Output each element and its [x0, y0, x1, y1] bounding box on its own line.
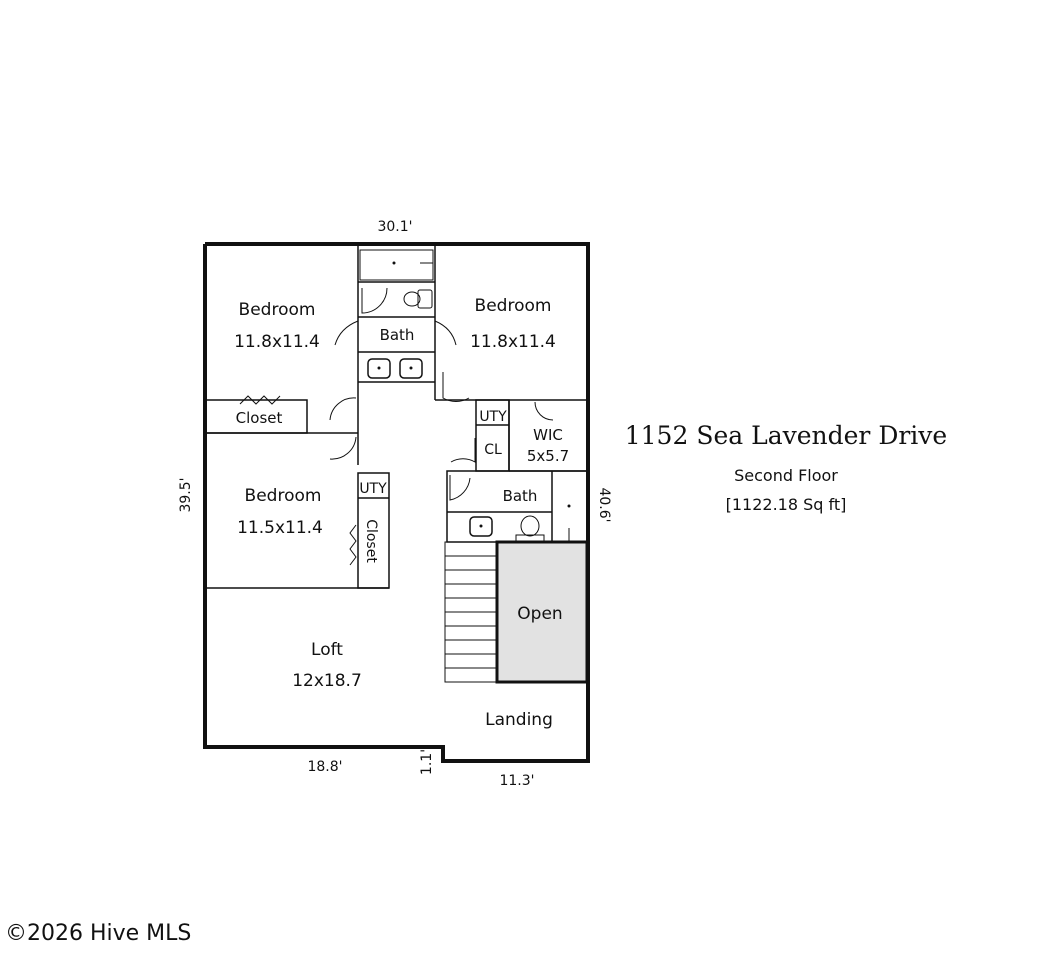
sink	[469, 516, 493, 537]
bath2-fixtures	[469, 504, 571, 543]
bedroom3-name: Bedroom	[245, 486, 322, 506]
loft-size: 12x18.7	[292, 671, 362, 691]
bath1-name: Bath	[380, 326, 415, 344]
dim-right: 40.6'	[596, 487, 612, 522]
landing-name: Landing	[485, 710, 553, 730]
watermark: ©2026 Hive MLS	[5, 921, 191, 946]
wic-size: 5x5.7	[527, 447, 569, 465]
address-title: 1152 Sea Lavender Drive	[625, 421, 947, 450]
dim-bottom-right: 11.3'	[499, 773, 534, 789]
dimension-labels: 30.1' 39.5' 40.6' 18.8' 1.1' 11.3'	[178, 219, 612, 789]
sink-right	[399, 358, 423, 379]
bedroom3-size: 11.5x11.4	[237, 518, 323, 538]
closet2-door	[349, 524, 357, 566]
uty1-name: UTY	[479, 409, 507, 425]
floor-label: Second Floor	[734, 466, 838, 485]
dim-top: 30.1'	[377, 219, 412, 235]
bedroom2-size: 11.8x11.4	[470, 332, 556, 352]
bedroom1-size: 11.8x11.4	[234, 332, 320, 352]
title-block: 1152 Sea Lavender Drive Second Floor [11…	[625, 421, 947, 514]
dim-left: 39.5'	[178, 477, 194, 512]
cl-name: CL	[484, 442, 502, 458]
closet2-name: Closet	[363, 519, 379, 563]
closet1-name: Closet	[236, 409, 283, 427]
toilet	[417, 289, 433, 309]
sink-left	[367, 358, 391, 379]
door-swings	[329, 287, 554, 501]
outer-wall	[203, 242, 590, 763]
area-label: [1122.18 Sq ft]	[726, 495, 847, 514]
bedroom2-name: Bedroom	[475, 296, 552, 316]
loft-name: Loft	[311, 640, 343, 660]
bath2-name: Bath	[503, 487, 538, 505]
shower	[359, 249, 434, 281]
room-labels: Bedroom 11.8x11.4 Bedroom 11.8x11.4 Bath…	[234, 296, 569, 730]
uty2-name: UTY	[359, 481, 387, 497]
interior-walls	[204, 244, 589, 589]
bath1-fixtures	[359, 249, 434, 379]
dim-bottom-step: 1.1'	[419, 749, 435, 775]
toilet	[520, 515, 540, 537]
stairs	[444, 541, 498, 683]
open-name: Open	[517, 604, 562, 624]
wic-name: WIC	[533, 426, 563, 444]
dim-bottom-left: 18.8'	[307, 759, 342, 775]
bedroom1-name: Bedroom	[239, 300, 316, 320]
closet1-door	[239, 395, 281, 405]
